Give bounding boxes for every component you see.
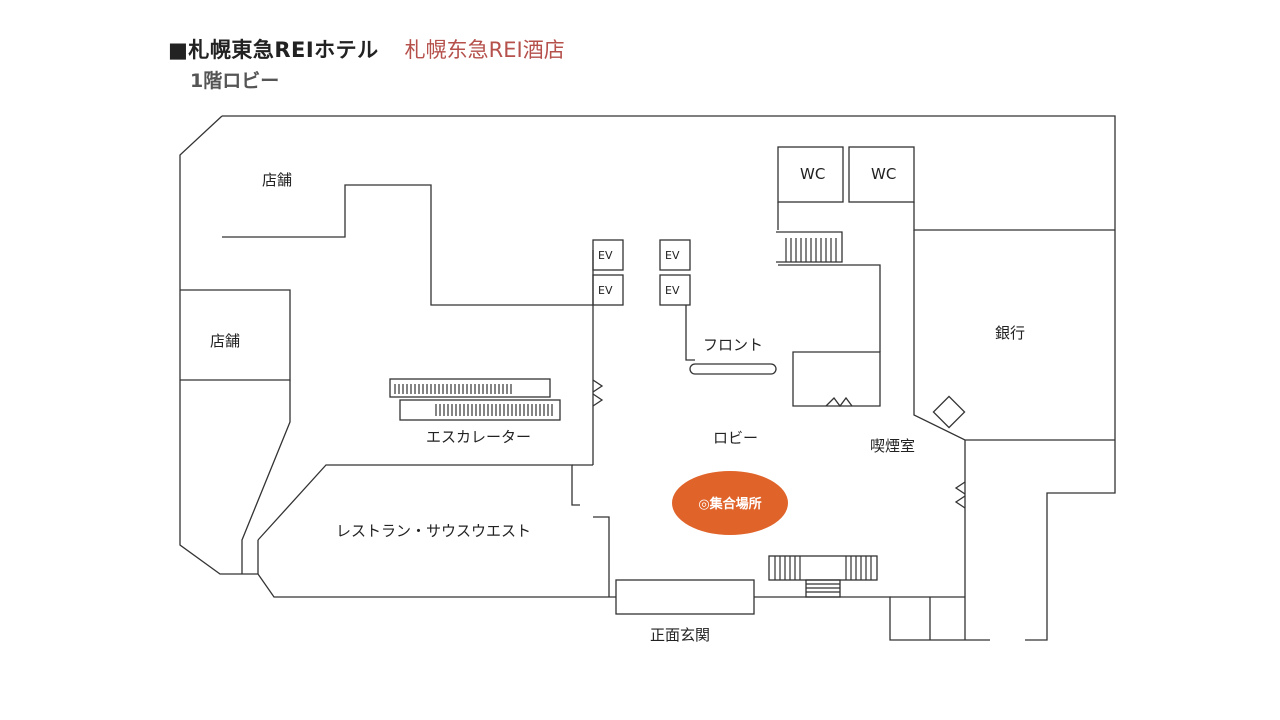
shop-left-wall — [180, 289, 291, 381]
shop-top-label: 店舗 — [262, 171, 292, 189]
elevator-bank — [592, 239, 695, 361]
wc-room-1 — [777, 146, 844, 203]
back-office-wall — [792, 351, 881, 407]
meeting-point-label: ◎集合場所 — [698, 496, 761, 512]
door-east-icon — [954, 481, 966, 509]
restaurant-label: レストラン・サウスウエスト — [336, 522, 531, 540]
shop-left-label: 店舗 — [210, 332, 240, 350]
vestibule-wall — [890, 596, 965, 640]
lobby-label: ロビー — [713, 429, 758, 447]
left-diagonal-wall — [241, 380, 291, 574]
entrance-side-wall — [593, 516, 610, 597]
outer-wall-bottom-right — [754, 596, 990, 641]
escalator-label: エスカレーター — [426, 428, 531, 446]
front-desk-label: フロント — [703, 336, 763, 354]
meeting-point-marker — [672, 471, 788, 535]
floor-label: 1階ロビー — [190, 70, 280, 92]
shop-top-wall — [222, 184, 593, 306]
outer-wall-left — [179, 115, 616, 598]
wc-label-1: WC — [800, 165, 825, 183]
back-office-door — [825, 396, 853, 408]
elevator-label-1: EV — [598, 249, 613, 262]
outer-wall — [222, 115, 1116, 641]
escalator — [389, 378, 561, 421]
wc-room-2 — [848, 146, 915, 203]
smoking-room-label: 喫煙室 — [870, 437, 915, 455]
elevator-label-2: EV — [598, 284, 613, 297]
page-title-chinese: 札幌东急REI酒店 — [404, 38, 565, 62]
smoking-room-cabin — [932, 395, 966, 429]
restroom-corridor-wall — [777, 202, 1115, 352]
stairs-lower — [768, 555, 878, 598]
wc-label-2: WC — [871, 165, 896, 183]
elevator-label-4: EV — [665, 284, 680, 297]
title-row: ■札幌東急REIホテル 札幌东急REI酒店 — [168, 34, 565, 64]
door-icon — [592, 379, 604, 407]
bank-wall — [913, 230, 1115, 441]
page-title: ■札幌東急REIホテル — [168, 38, 379, 62]
bank-label: 銀行 — [995, 324, 1025, 342]
main-entrance-door — [615, 579, 755, 615]
main-entrance-label: 正面玄関 — [650, 626, 710, 644]
stairs-upper — [776, 231, 843, 263]
elevator-label-3: EV — [665, 249, 680, 262]
front-desk-counter — [689, 363, 777, 375]
